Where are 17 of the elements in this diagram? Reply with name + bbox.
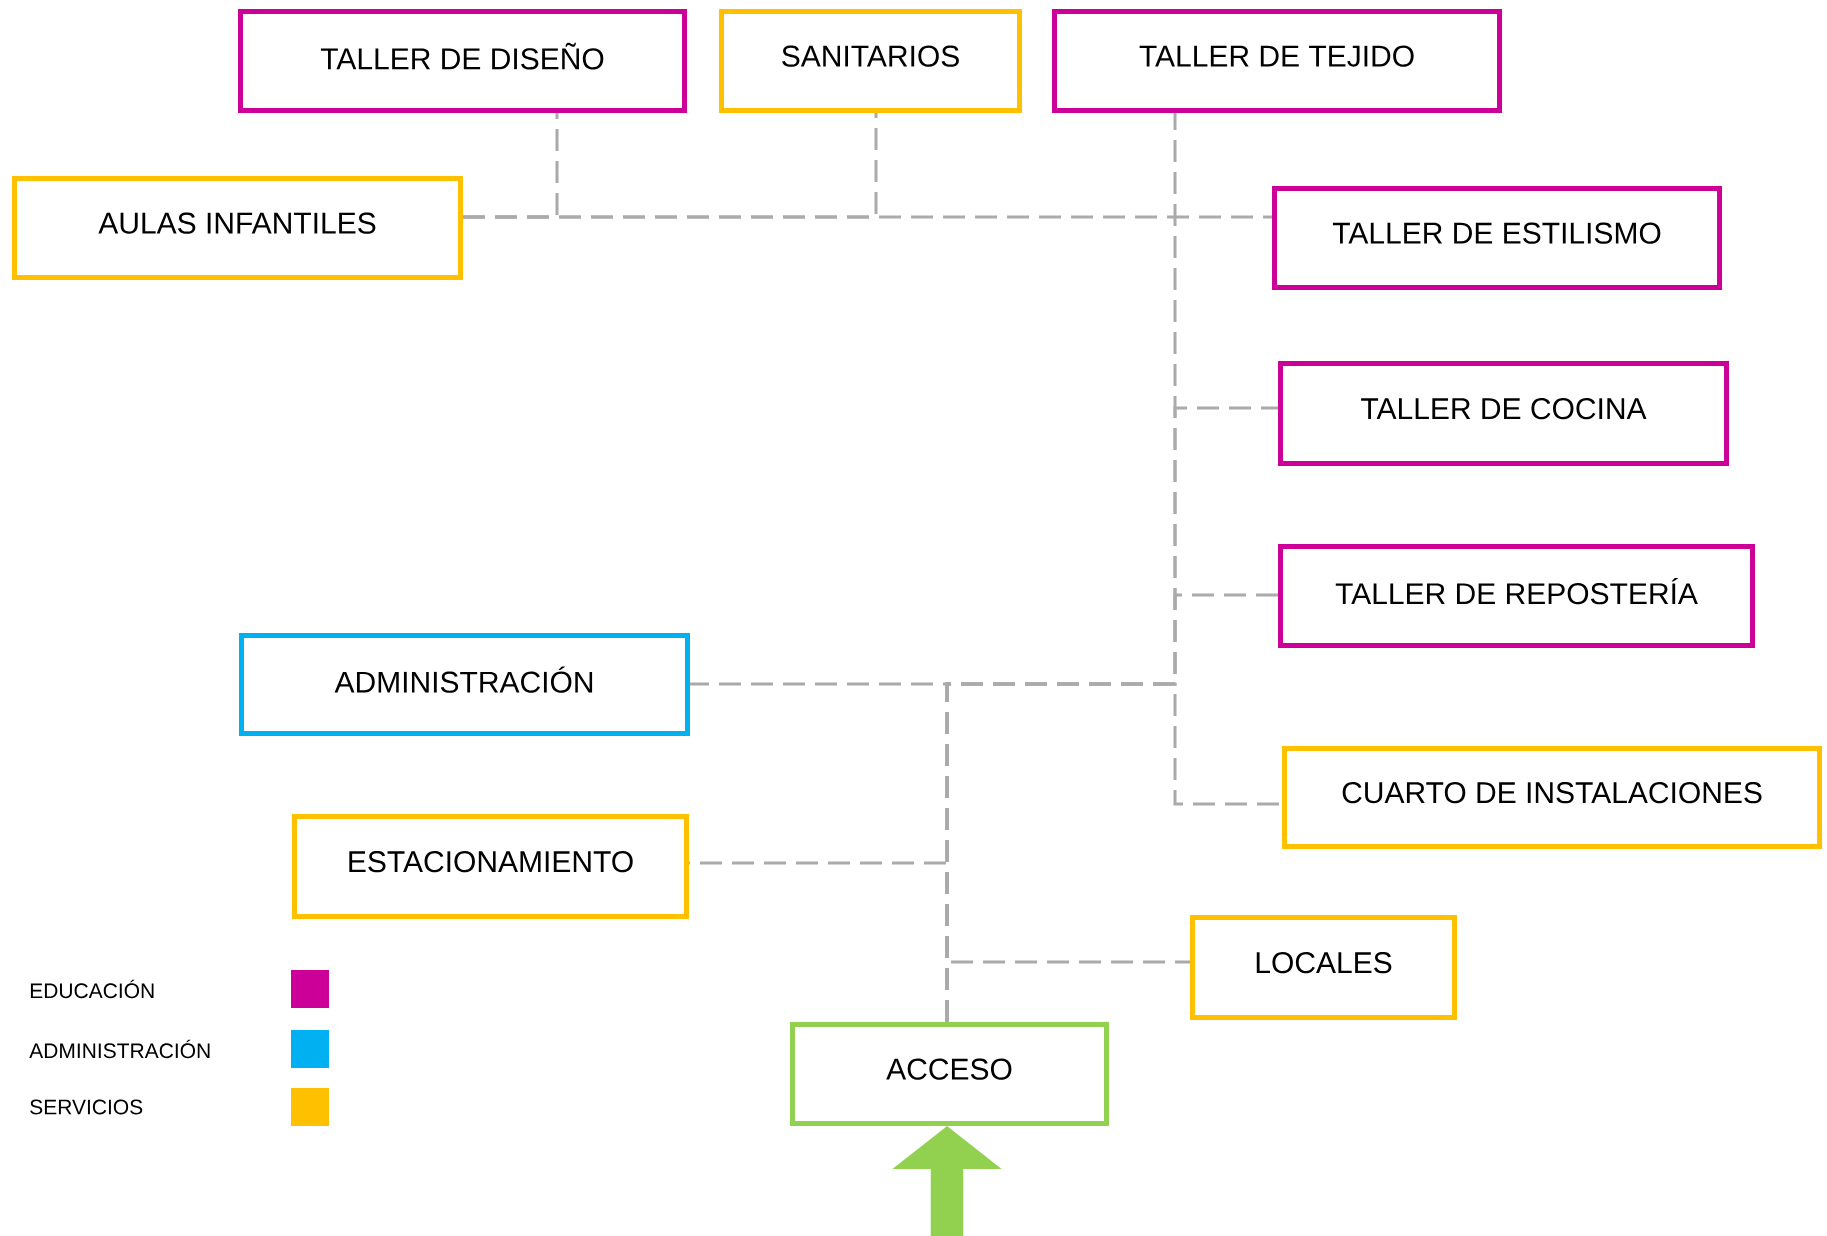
process-box: TALLER DE TEJIDO <box>1052 9 1502 113</box>
process-box: ACCESO <box>790 1022 1109 1126</box>
legend-label: ADMINISTRACIÓN <box>29 1039 210 1059</box>
connector-line <box>463 215 1272 219</box>
process-box: LOCALES <box>1190 915 1457 1020</box>
process-box: CUARTO DE INSTALACIONES <box>1282 746 1823 849</box>
process-box: TALLER DE DISEÑO <box>238 9 687 113</box>
process-box: SANITARIOS <box>719 9 1022 113</box>
process-box: TALLER DE COCINA <box>1278 361 1729 466</box>
process-box: ESTACIONAMIENTO <box>292 814 689 919</box>
legend-label: SERVICIOS <box>30 1099 143 1115</box>
connector-line <box>945 682 1282 1022</box>
process-box: TALLER DE REPOSTERÍA <box>1278 544 1756 648</box>
legend-label: EDUCACIÓN <box>30 979 154 999</box>
process-box: TALLER DE ESTILISMO <box>1272 186 1723 290</box>
process-box: AULAS INFANTILES <box>12 176 463 280</box>
process-box: ADMINISTRACIÓN <box>239 633 690 736</box>
